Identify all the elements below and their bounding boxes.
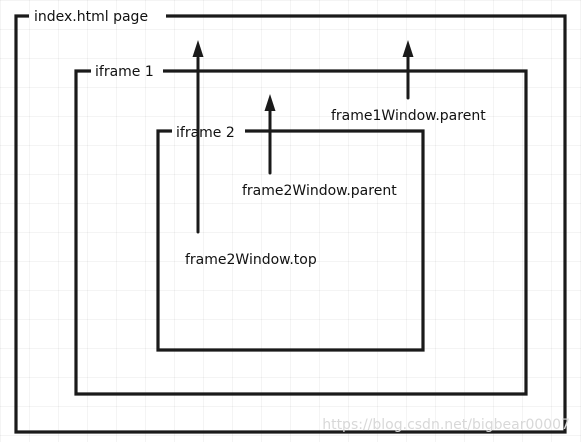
frame2-parent-label: frame2Window.parent — [242, 183, 397, 199]
frame1-parent-arrow: frame1Window.parent — [331, 40, 486, 124]
frame2-top-arrowhead — [192, 40, 204, 57]
iframe2-frame: iframe 2 — [156, 125, 425, 352]
frame1-parent-label: frame1Window.parent — [331, 108, 486, 124]
frame2-parent-arrowhead — [264, 94, 276, 111]
frame2-top-label: frame2Window.top — [185, 252, 317, 268]
page-frame: index.html page — [14, 9, 567, 434]
frame1-parent-arrowhead — [402, 40, 414, 57]
watermark-text: https://blog.csdn.net/bigbear00007 — [322, 417, 570, 433]
frame2-parent-arrow: frame2Window.parent — [242, 94, 397, 199]
iframe2-frame-title: iframe 2 — [176, 125, 235, 141]
frame2-top-arrow: frame2Window.top — [185, 40, 317, 268]
iframe1-frame: iframe 1 — [74, 64, 528, 396]
iframe1-frame-title: iframe 1 — [95, 64, 154, 80]
page-frame-title: index.html page — [34, 9, 148, 25]
